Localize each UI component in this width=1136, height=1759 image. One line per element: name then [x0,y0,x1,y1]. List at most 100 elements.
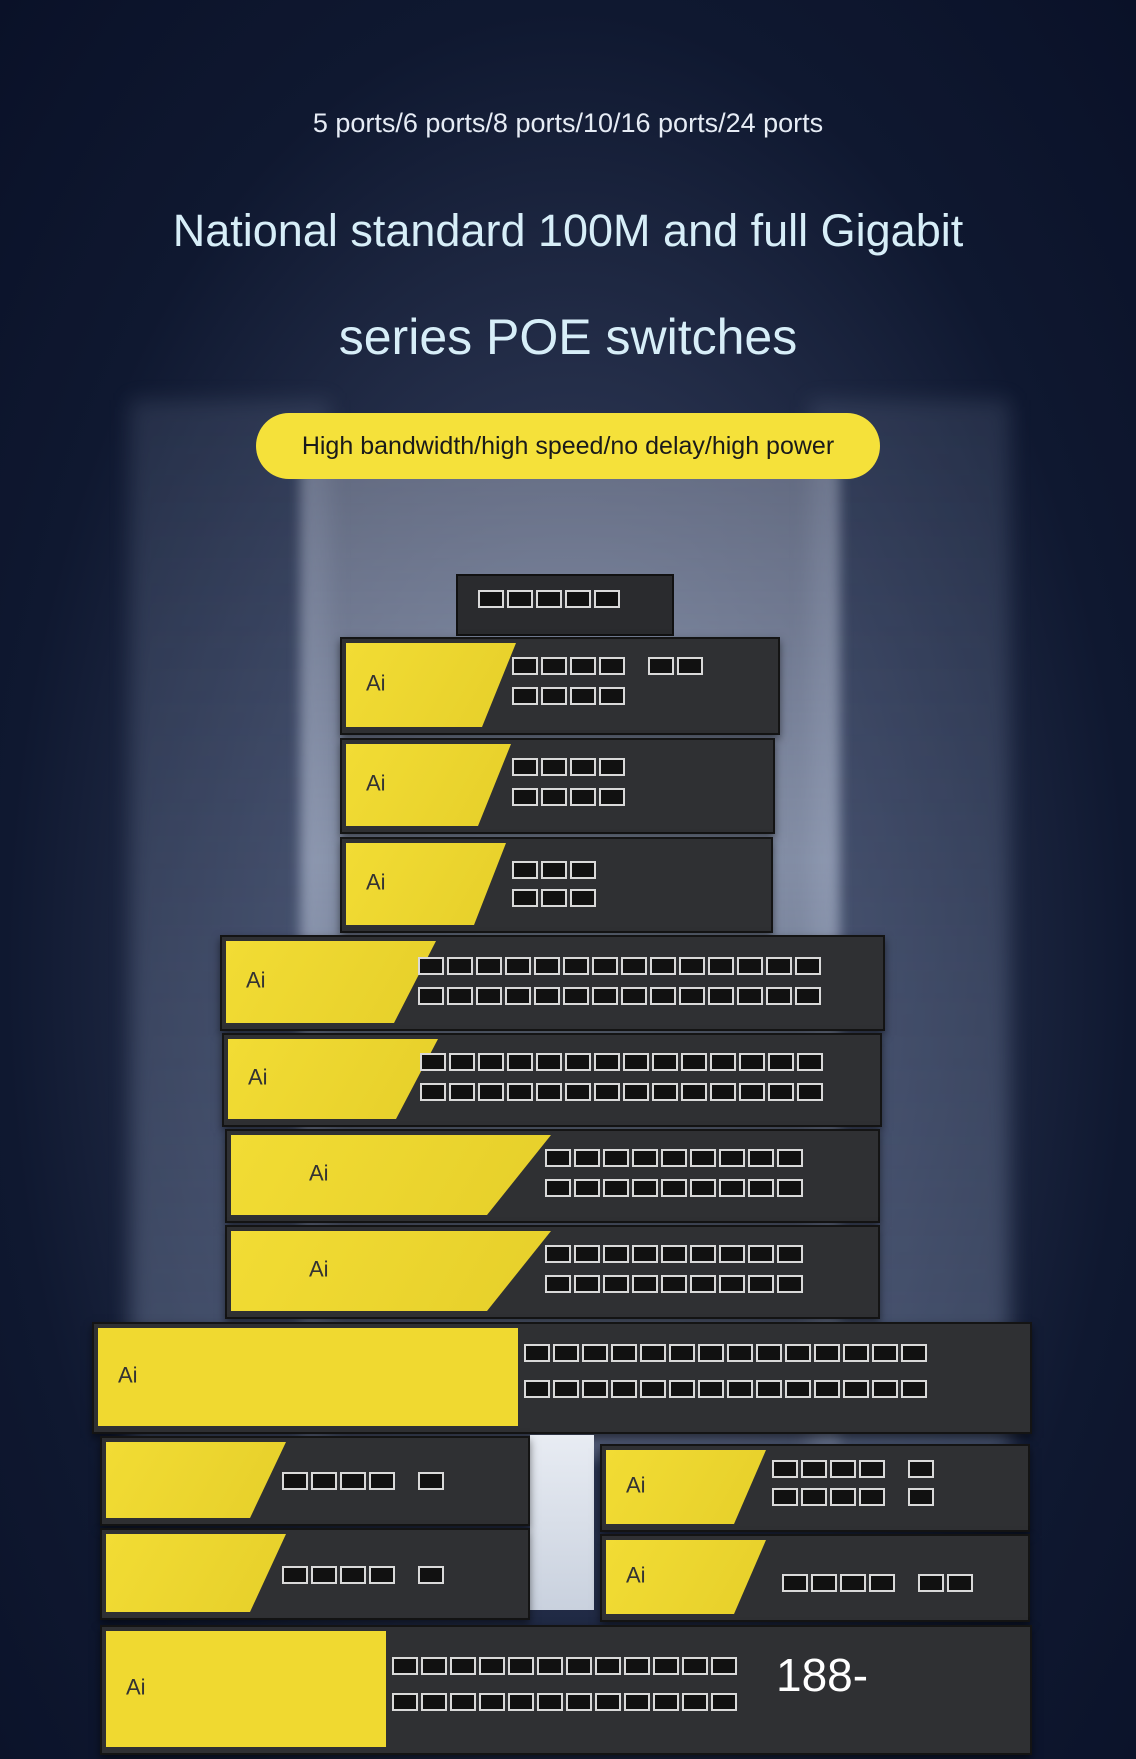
brand-mark: Ai [118,1362,138,1388]
title-line-1: National standard 100M and full Gigabit [172,205,964,256]
ethernet-port [478,590,504,608]
ethernet-port [698,1380,724,1398]
ethernet-port [563,987,589,1005]
ethernet-port [537,1693,563,1711]
ethernet-port [512,889,538,907]
ethernet-port [508,1693,534,1711]
ethernet-port [369,1472,395,1490]
ethernet-port [595,1657,621,1675]
ethernet-port [420,1053,446,1071]
ethernet-port [541,687,567,705]
ethernet-port [624,1693,650,1711]
ethernet-port [690,1275,716,1293]
ethernet-port [766,987,792,1005]
ethernet-port [570,758,596,776]
ethernet-port [682,1693,708,1711]
title-line-2: series POE switches [338,309,798,365]
ethernet-port [756,1380,782,1398]
ethernet-port [727,1380,753,1398]
ethernet-port [418,1566,444,1584]
ethernet-port [479,1693,505,1711]
ethernet-port [553,1344,579,1362]
ethernet-port [708,987,734,1005]
switch-4-port-c: Ai [600,1534,1030,1622]
ethernet-port [450,1693,476,1711]
ethernet-port [682,1657,708,1675]
ethernet-port [653,1657,679,1675]
ethernet-port [795,987,821,1005]
ethernet-port [512,687,538,705]
port-row [282,1566,444,1584]
ethernet-port [512,758,538,776]
brand-mark: Ai [126,1674,146,1700]
ethernet-port [574,1245,600,1263]
ethernet-port [711,1693,737,1711]
ethernet-port [661,1275,687,1293]
brand-mark: Ai [248,1064,268,1090]
port-row [282,1472,444,1490]
ethernet-port [710,1053,736,1071]
port-row [512,861,596,879]
ethernet-port [652,1083,678,1101]
ethernet-port [727,1344,753,1362]
ethernet-port [512,788,538,806]
ethernet-port [582,1344,608,1362]
port-row [478,590,620,608]
ethernet-port [447,957,473,975]
ethernet-port [420,1083,446,1101]
switch-4-port-a [100,1436,530,1526]
ethernet-port [669,1344,695,1362]
ethernet-port [478,1053,504,1071]
ethernet-port [537,1657,563,1675]
brand-mark: Ai [366,770,386,796]
ethernet-port [795,957,821,975]
ethernet-port [508,1657,534,1675]
ethernet-port [621,957,647,975]
ethernet-port [570,687,596,705]
ethernet-port [392,1657,418,1675]
ethernet-port [640,1380,666,1398]
ethernet-port [681,1083,707,1101]
ethernet-port [872,1344,898,1362]
ethernet-port [811,1574,837,1592]
ethernet-port [814,1344,840,1362]
ethernet-port [737,987,763,1005]
ethernet-port [603,1275,629,1293]
brand-mark: Ai [626,1562,646,1588]
ethernet-port [340,1472,366,1490]
ethernet-port [621,987,647,1005]
ethernet-port [595,1693,621,1711]
background-gap [530,1435,594,1610]
ethernet-port [748,1245,774,1263]
ethernet-port [311,1566,337,1584]
ethernet-port [536,590,562,608]
switch-6-port: Ai [340,837,773,933]
ethernet-port [392,1693,418,1711]
ethernet-port [772,1460,798,1478]
yellow-panel [98,1328,518,1426]
ethernet-port [650,957,676,975]
ethernet-port [739,1083,765,1101]
port-row [782,1574,973,1592]
ethernet-port [708,957,734,975]
ethernet-port [698,1344,724,1362]
yellow-panel [226,941,436,1023]
port-row [545,1149,803,1167]
switch-8-port-b: Ai [340,738,775,834]
ethernet-port [565,1053,591,1071]
ethernet-port [534,987,560,1005]
switch-4-port-b [100,1528,530,1620]
ethernet-port [777,1149,803,1167]
port-row [545,1179,803,1197]
ethernet-port [545,1149,571,1167]
ethernet-port [918,1574,944,1592]
ethernet-port [632,1149,658,1167]
ethernet-port [603,1149,629,1167]
ethernet-port [859,1460,885,1478]
brand-mark: Ai [626,1472,646,1498]
ethernet-port [418,987,444,1005]
ethernet-port [507,1053,533,1071]
switch-8-port-c: Ai [600,1444,1030,1532]
port-row [392,1693,737,1711]
ethernet-port [661,1179,687,1197]
